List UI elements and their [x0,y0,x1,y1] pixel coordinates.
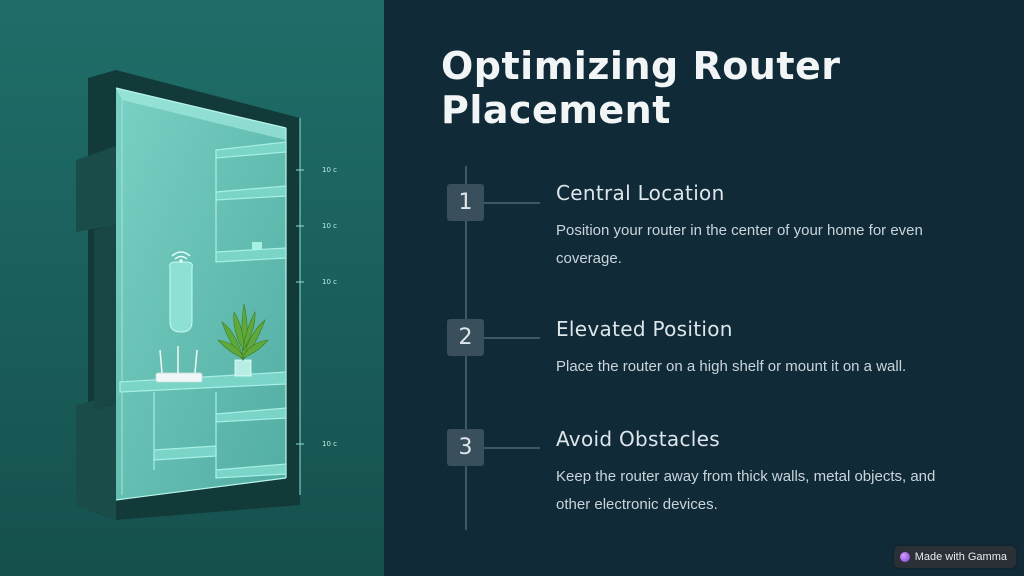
step-title: Elevated Position [556,317,733,341]
shelving-unit [119,141,287,479]
potted-plant-icon [217,303,269,377]
dimension-guide [296,118,304,495]
step-number-badge: 2 [447,319,484,356]
step-connector [484,202,540,204]
step-description: Place the router on a high shelf or moun… [556,358,907,375]
step-connector [484,447,540,449]
wifi-icon [171,251,191,263]
wall-router-icon [169,251,193,333]
dimension-label: 10 c [322,278,337,286]
step-description: Position your router in the center of yo… [556,222,923,267]
badge-label: Made with Gamma [914,551,1007,563]
dimension-label: 10 c [322,166,337,174]
made-with-gamma-badge[interactable]: Made with Gamma [893,546,1016,568]
step-description: Keep the router away from thick walls, m… [556,468,936,513]
dimension-label: 10 c [322,222,337,230]
slide-title: Optimizing Router Placement [441,44,841,132]
step-title: Central Location [556,181,725,205]
gamma-logo-icon [899,552,910,562]
content-panel: Optimizing Router Placement 1 Central Lo… [384,0,1024,576]
step-number-badge: 1 [447,184,484,221]
illustration-panel: 10 c 10 c 10 c 10 c [0,0,384,576]
step-connector [484,337,540,339]
step-number-badge: 3 [447,429,484,466]
dimension-label: 10 c [322,440,337,448]
step-title: Avoid Obstacles [556,427,720,451]
house-cutaway-illustration: 10 c 10 c 10 c 10 c [0,0,384,576]
router-icon [155,346,203,383]
